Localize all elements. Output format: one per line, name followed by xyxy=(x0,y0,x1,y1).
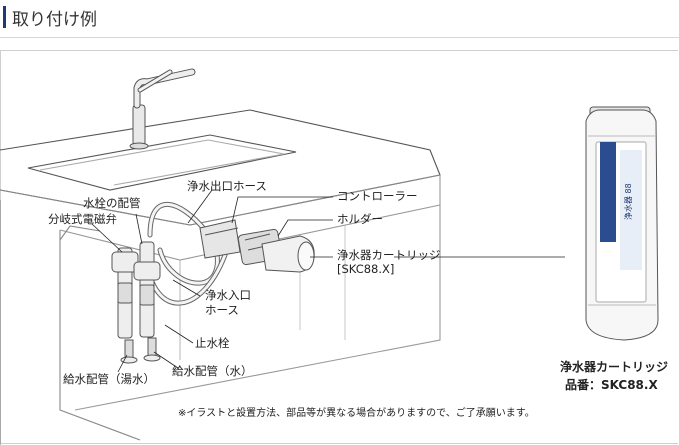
label-faucet-piping: 水栓の配管 xyxy=(83,196,141,210)
cartridge-small xyxy=(261,235,315,273)
label-inlet-hose-line1: 浄水入口 xyxy=(205,288,251,302)
header-divider xyxy=(0,37,679,38)
cabinet-back xyxy=(74,175,441,411)
cartridge-product xyxy=(585,106,659,341)
product-name: 浄水器カートリッジ xyxy=(560,360,669,374)
sink-basin xyxy=(27,134,297,191)
section-title: 取り付け例 xyxy=(12,10,97,30)
label-controller: コントローラー xyxy=(337,189,418,203)
faucet-icon xyxy=(129,68,196,150)
label-cartridge-code: [SKC88.X] xyxy=(337,262,395,276)
cabinet-left xyxy=(59,230,141,441)
label-cartridge: 浄水器カートリッジ xyxy=(337,248,441,262)
label-holder: ホルダー xyxy=(337,212,383,226)
label-hot-supply: 給水配管（湯水） xyxy=(63,372,155,386)
header-accent-bar xyxy=(3,6,6,28)
footnote: ※イラストと設置方法、部品等が異なる場合がありますので、ご了承願います。 xyxy=(178,408,535,419)
label-inlet-hose-line2: ホース xyxy=(205,303,239,317)
label-stop-valve: 止水栓 xyxy=(195,336,230,350)
leader-lines xyxy=(91,189,565,373)
section-header: 取り付け例 xyxy=(0,0,679,36)
label-outlet-hose: 浄水出口ホース xyxy=(187,179,267,193)
cartridge-print: 浄水器 88 xyxy=(623,183,633,220)
label-branch-valve: 分岐式電磁弁 xyxy=(48,212,117,226)
label-cold-supply: 給水配管（水） xyxy=(172,364,253,378)
valve-piping xyxy=(111,241,161,364)
product-part-number: 品番：SKC88.X xyxy=(565,378,658,392)
